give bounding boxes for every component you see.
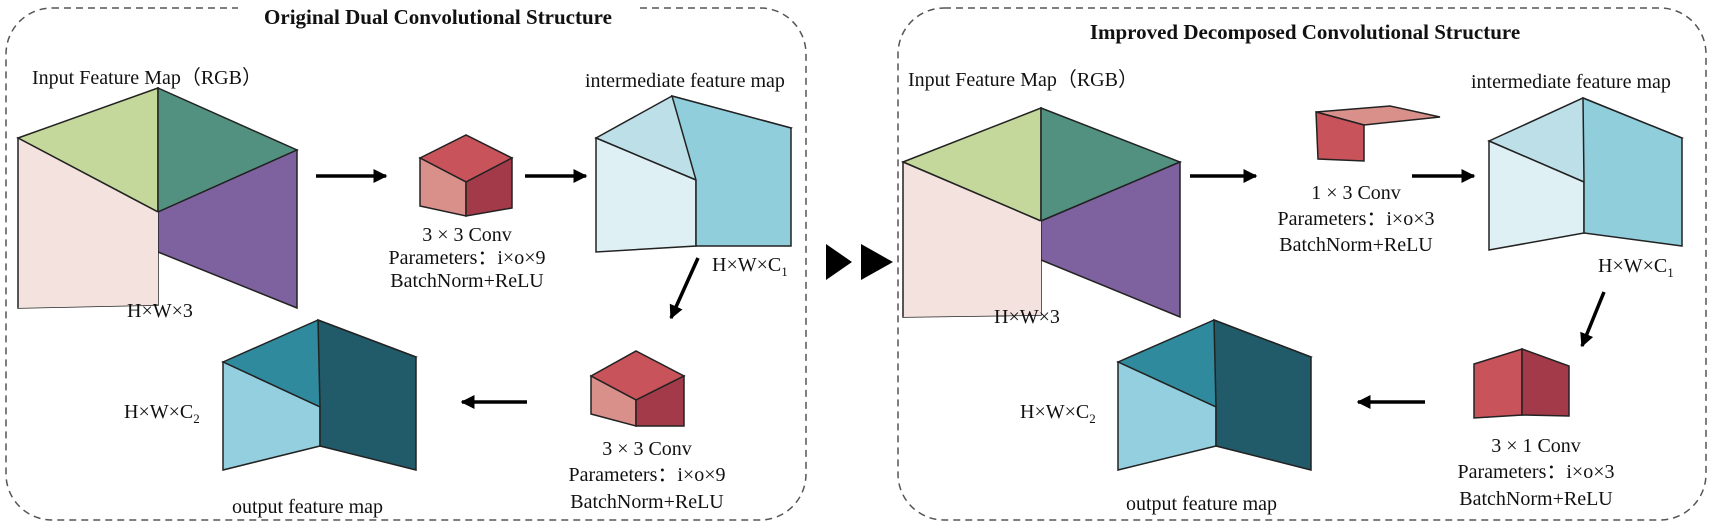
dims-base: H×W×C — [1598, 255, 1667, 277]
inter-face-right — [1582, 96, 1683, 247]
right-conv1-norm: BatchNorm+ReLU — [1279, 234, 1433, 256]
dims-subscript: 2 — [193, 411, 200, 426]
left-conv2-norm: BatchNorm+ReLU — [570, 491, 724, 513]
left-input-dims: H×W×3 — [127, 300, 193, 322]
kernel-right-face — [635, 374, 685, 427]
left-output-dims: H×W×C2 — [124, 401, 200, 426]
left-output-feature-map — [221, 318, 418, 471]
right-intermediate-label: intermediate feature map — [1471, 71, 1671, 93]
right-intermediate-feature-map — [1487, 96, 1684, 251]
right-panel-title: Improved Decomposed Convolutional Struct… — [1090, 20, 1520, 44]
right-panel-border — [897, 7, 1707, 521]
left-conv1-params: Parameters：i×o×9 — [389, 247, 546, 269]
arrow-intermediate-to-conv2 — [1580, 291, 1606, 348]
left-conv2-kernel-icon — [589, 350, 686, 427]
right-input-label: Input Feature Map（RGB） — [908, 68, 1138, 91]
right-conv2-params: Parameters：i×o×3 — [1458, 461, 1615, 483]
left-intermediate-dims: H×W×C1 — [712, 254, 788, 279]
kernel-left-face — [1473, 347, 1523, 419]
right-panel: Improved Decomposed Convolutional Struct… — [897, 7, 1707, 521]
right-output-label: output feature map — [1126, 493, 1277, 515]
left-output-label: output feature map — [232, 496, 383, 518]
right-output-feature-map — [1116, 318, 1313, 471]
right-conv1-name: 1 × 3 Conv — [1311, 182, 1401, 204]
kernel-right-face — [1521, 347, 1570, 417]
out-face-right — [1213, 318, 1312, 471]
left-intermediate-label: intermediate feature map — [585, 70, 785, 92]
right-conv2-name: 3 × 1 Conv — [1491, 435, 1581, 457]
right-intermediate-dims: H×W×C1 — [1598, 255, 1674, 280]
out-face-right — [317, 318, 417, 471]
right-conv1-kernel-icon — [1315, 105, 1441, 162]
right-output-dims: H×W×C2 — [1020, 401, 1096, 426]
kernel-front-face — [1315, 111, 1365, 162]
dims-base: H×W×C — [124, 401, 193, 423]
right-conv2-norm: BatchNorm+ReLU — [1459, 488, 1613, 510]
kernel-right-face — [465, 156, 513, 217]
left-panel: Original Dual Convolutional Structure In… — [5, 3, 807, 521]
dims-subscript: 2 — [1089, 411, 1096, 426]
left-input-label: Input Feature Map（RGB） — [32, 66, 262, 89]
left-intermediate-feature-map — [594, 94, 793, 253]
transition-double-arrow-icon — [826, 244, 893, 280]
dims-subscript: 1 — [781, 264, 788, 279]
left-conv1-norm: BatchNorm+ReLU — [390, 270, 544, 292]
left-conv1-name: 3 × 3 Conv — [422, 224, 512, 246]
arrow-intermediate-to-conv2 — [669, 257, 700, 320]
dims-subscript: 1 — [1667, 265, 1674, 280]
left-panel-title: Original Dual Convolutional Structure — [264, 5, 612, 29]
dims-base: H×W×C — [1020, 401, 1089, 423]
left-input-feature-map — [16, 86, 299, 310]
dims-base: H×W×C — [712, 254, 781, 276]
right-conv1-params: Parameters：i×o×3 — [1278, 208, 1435, 230]
right-conv2-kernel-icon — [1473, 347, 1570, 419]
left-conv2-name: 3 × 3 Conv — [602, 438, 692, 460]
left-conv1-kernel-icon — [418, 134, 514, 217]
right-input-dims: H×W×3 — [994, 306, 1060, 328]
left-conv2-params: Parameters：i×o×9 — [569, 464, 726, 486]
right-input-feature-map — [901, 106, 1182, 319]
inter-face-right — [670, 94, 792, 247]
